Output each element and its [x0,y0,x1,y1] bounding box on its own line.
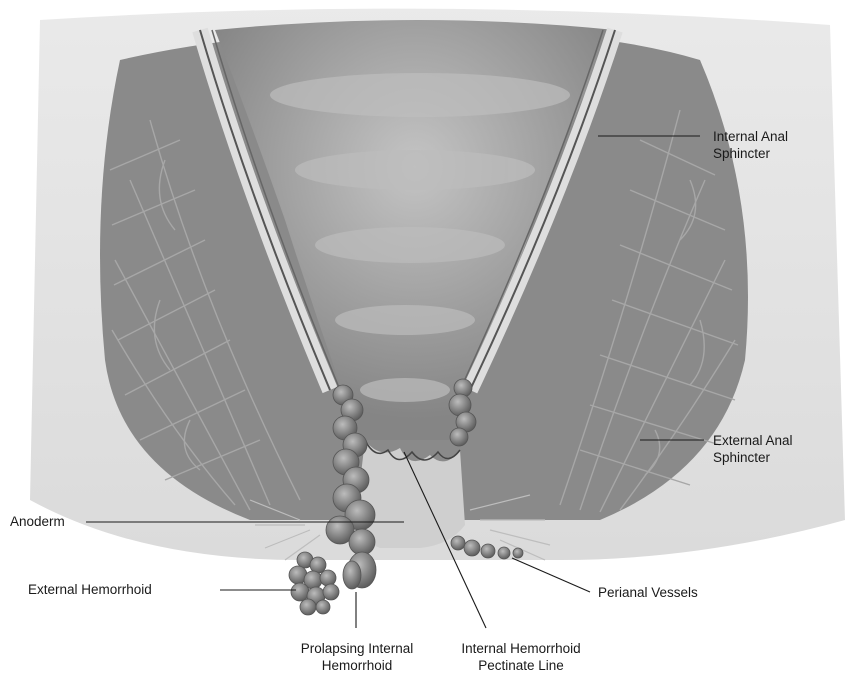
leader-perianal-vessels [512,558,590,592]
external-hemorrhoid-cluster [289,552,339,615]
label-internal-hemorrhoid-pectinate-line: Internal Hemorrhoid Pectinate Line [443,640,599,674]
label-internal-anal-sphincter: Internal Anal Sphincter [713,128,788,162]
label-prolapsing-internal-hemorrhoid: Prolapsing Internal Hemorrhoid [282,640,432,674]
label-external-hemorrhoid: External Hemorrhoid [28,581,152,598]
label-perianal-vessels: Perianal Vessels [598,584,698,601]
label-external-anal-sphincter: External Anal Sphincter [713,432,793,466]
label-anoderm: Anoderm [10,513,65,530]
